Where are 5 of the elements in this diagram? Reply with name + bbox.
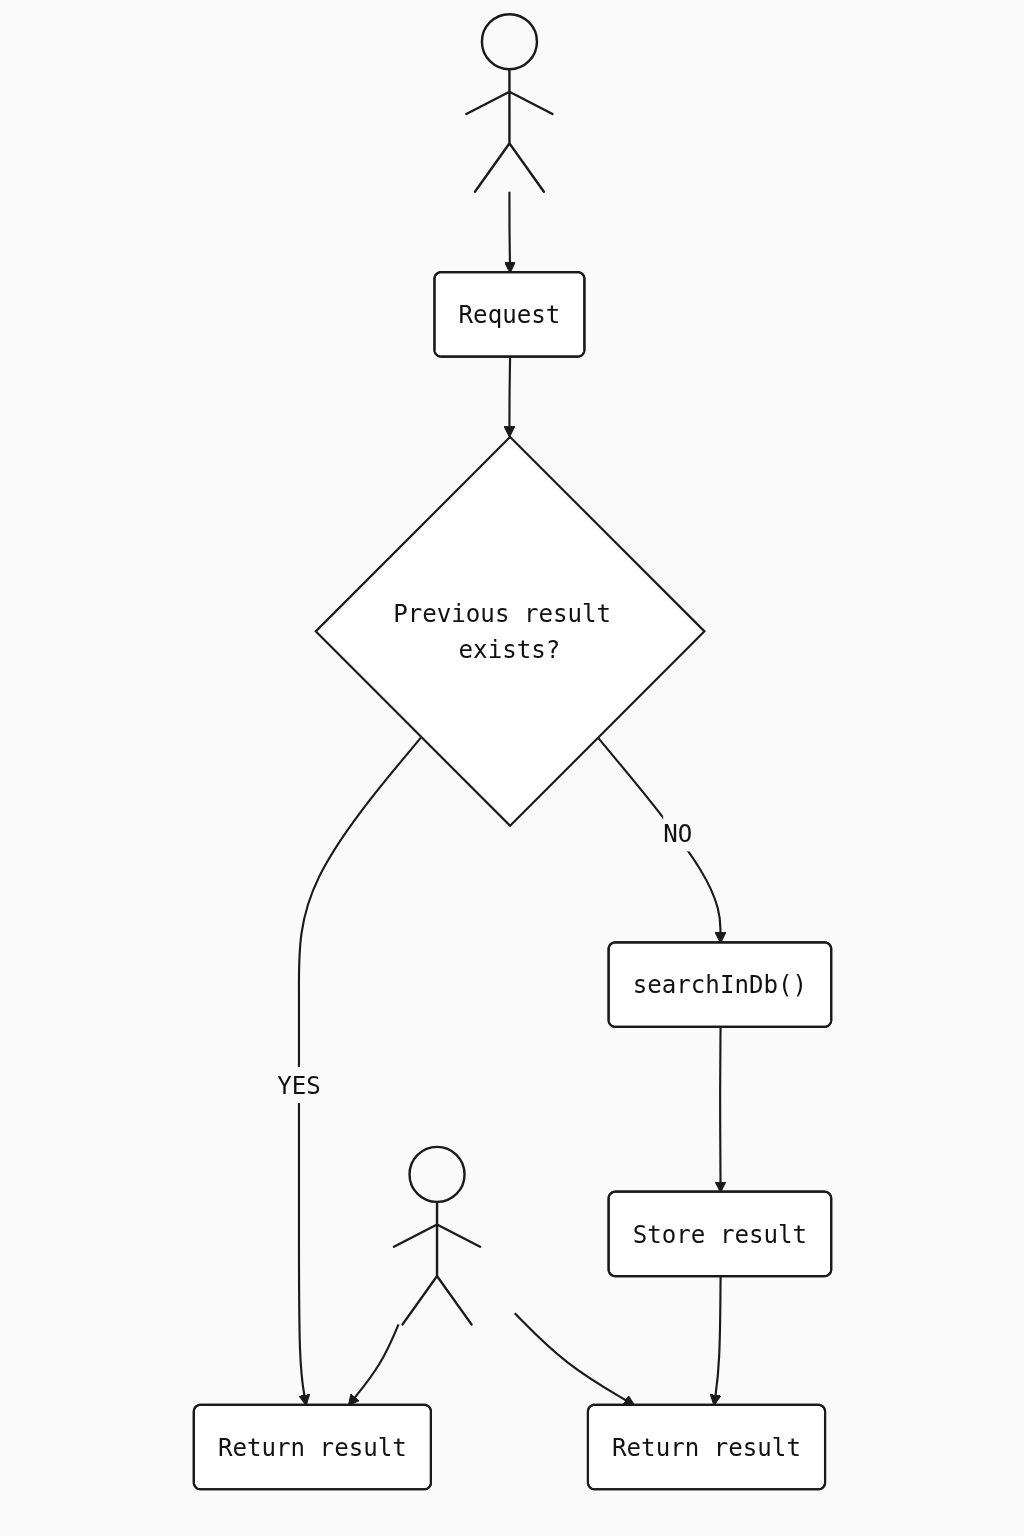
edge-label: YES xyxy=(276,1071,321,1100)
arrow xyxy=(503,357,515,438)
person-icon xyxy=(392,1145,481,1326)
person-icon xyxy=(464,13,554,193)
edge-label: NO xyxy=(662,819,692,848)
